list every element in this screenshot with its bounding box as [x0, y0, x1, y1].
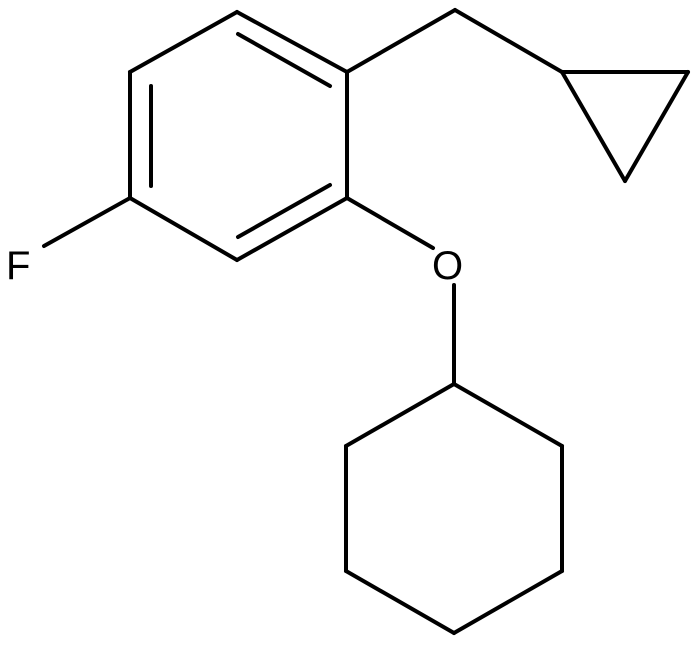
- cyclohexane-ring: [344, 382, 564, 635]
- bond-ring-bottom-right: [235, 196, 349, 262]
- bond-cyclopropyl-right: [623, 70, 690, 183]
- double-bond-inner-top: [236, 32, 332, 88]
- bond-cyclohexane-3: [452, 569, 564, 635]
- fluorine-atom-label: F: [6, 244, 30, 288]
- bond-ring-bottom-left: [128, 196, 239, 262]
- bond-ch2-to-cyclopropyl: [453, 8, 564, 74]
- bond-cyclohexane-6: [344, 382, 456, 448]
- bond-ring-top-left: [128, 10, 239, 74]
- bond-cyclohexane-1: [452, 382, 564, 448]
- bond-cyclohexane-4: [344, 569, 456, 635]
- bond-ring-top-right: [235, 10, 349, 74]
- double-bond-inner-bottom: [236, 183, 332, 239]
- bond-ring-to-oxygen: [345, 196, 435, 250]
- bond-cyclopropyl-left: [560, 70, 627, 183]
- bond-ring-to-ch2: [345, 8, 457, 74]
- benzene-ring: [128, 10, 349, 262]
- oxygen-atom-label: O: [432, 244, 463, 288]
- bond-c-f: [42, 196, 132, 248]
- cyclopropyl-ring: [560, 70, 690, 183]
